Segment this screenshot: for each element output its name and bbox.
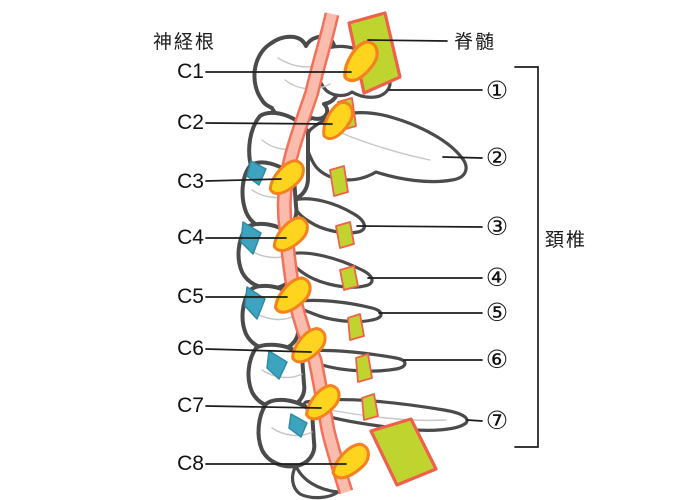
vertebra-number-6: ⑥ [485, 345, 509, 374]
nerve-root-label-c5: C5 [177, 285, 204, 308]
cervical-spine-label: 頚椎 [545, 229, 588, 251]
vertebra-number-5: ⑤ [485, 298, 509, 327]
vertebral-artery-shape [276, 12, 354, 495]
vertebra-number-3: ③ [485, 212, 509, 241]
spinal-cord-label: 脊髄 [454, 31, 497, 53]
nerve-root-label-c3: C3 [177, 170, 204, 193]
nerve-root-label-c7: C7 [177, 394, 204, 417]
leader-lines [205, 39, 483, 465]
nerve-root-label-c6: C6 [177, 337, 204, 360]
nerve-root-title-label: 神経根 [153, 31, 217, 53]
vertebra-number-7: ⑦ [485, 406, 509, 435]
vertebra-number-4: ④ [485, 263, 509, 292]
vertebra-number-1: ① [485, 76, 509, 105]
vertebra-number-2: ② [485, 143, 509, 172]
nerve-root-label-c4: C4 [177, 226, 204, 249]
nerve-root-label-c2: C2 [177, 111, 204, 134]
nerve-root-label-c8: C8 [177, 452, 204, 475]
cervical-spine-bracket-line [514, 66, 539, 448]
nerve-root-label-c1: C1 [177, 60, 204, 83]
